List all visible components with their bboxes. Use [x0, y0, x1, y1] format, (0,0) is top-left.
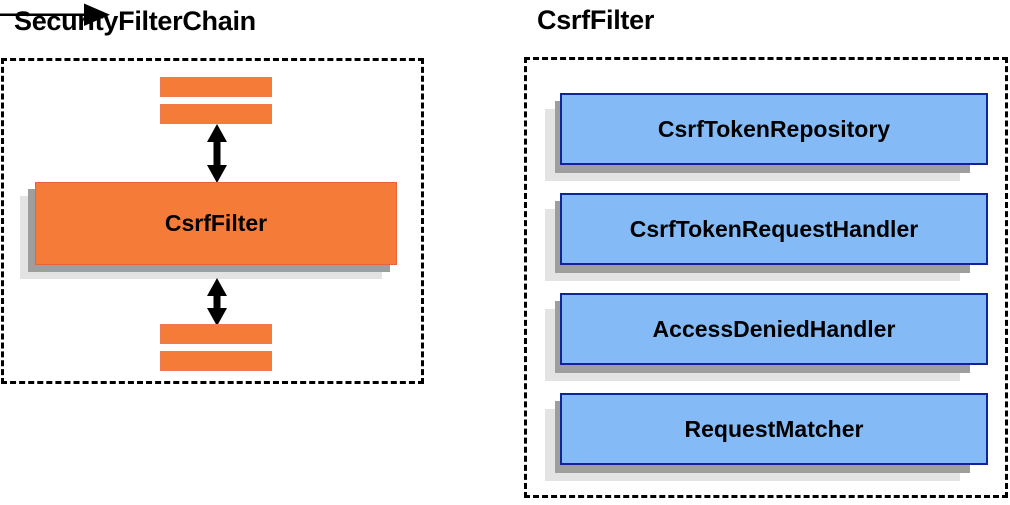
component-box-label: AccessDeniedHandler	[560, 293, 988, 365]
component-box-request-matcher[interactable]: RequestMatcher	[545, 393, 995, 481]
component-box-csrf-token-request-handler[interactable]: CsrfTokenRequestHandler	[545, 193, 995, 281]
component-box-label: CsrfTokenRepository	[560, 93, 988, 165]
component-box-access-denied-handler[interactable]: AccessDeniedHandler	[545, 293, 995, 381]
security-filter-chain-panel	[1, 58, 424, 384]
csrf-filter-box-label: CsrfFilter	[35, 182, 397, 265]
filter-stripe-top-1	[160, 77, 272, 97]
page-title-csrf-filter: CsrfFilter	[537, 5, 655, 35]
bidirectional-arrow-bottom-icon	[204, 278, 230, 326]
component-box-csrf-token-repository[interactable]: CsrfTokenRepository	[545, 93, 995, 181]
csrf-filter-panel	[524, 57, 1008, 498]
csrf-filter-box[interactable]: CsrfFilter	[20, 182, 412, 279]
component-box-label: CsrfTokenRequestHandler	[560, 193, 988, 265]
csrf-filter-expansion-arrow-icon	[0, 0, 110, 30]
component-box-label: RequestMatcher	[560, 393, 988, 465]
filter-stripe-bottom-1	[160, 324, 272, 344]
page-title-security-filter-chain: SecurityFilterChain	[14, 6, 256, 36]
bidirectional-arrow-top-icon	[204, 124, 230, 183]
filter-stripe-top-2	[160, 104, 272, 124]
filter-stripe-bottom-2	[160, 351, 272, 371]
